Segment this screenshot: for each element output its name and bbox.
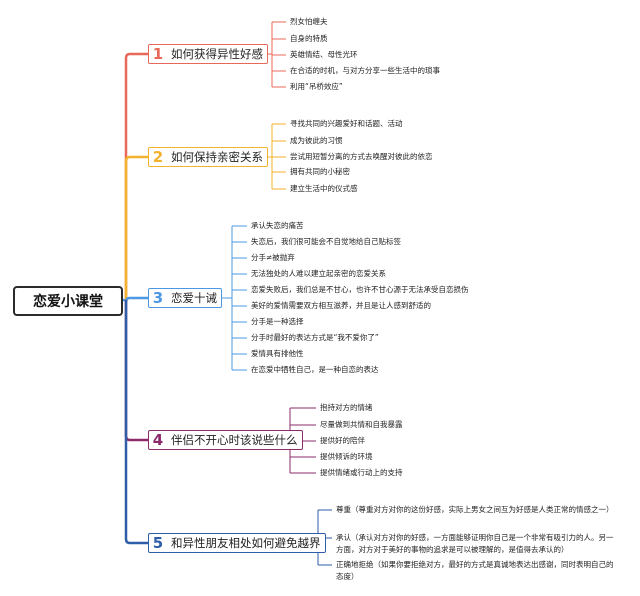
topic-number: 3 bbox=[152, 289, 164, 307]
leaf-item: 承认（承认对方对你的好感，一方面能够证明你自己是一个非常有吸引力的人。另一方面，… bbox=[336, 533, 614, 554]
leaf-item: 在恋爱中牺牲自己，是一种自恋的表达 bbox=[251, 365, 379, 374]
topic-number: 4 bbox=[152, 431, 164, 449]
leaf-item: 尊重（尊重对方对你的这份好感，实际上男女之间互为好感是人类正常的情感之一） bbox=[336, 505, 614, 514]
topic-title: 伴侣不开心时该说些什么 bbox=[171, 433, 298, 447]
leaf-item: 无法独处的人难以建立起亲密的恋爱关系 bbox=[251, 269, 386, 278]
topic-5[interactable]: 5 和异性朋友相处如何避免越界 bbox=[148, 533, 326, 553]
topic-1[interactable]: 1 如何获得异性好感 bbox=[148, 44, 268, 64]
leaf-item: 利用“吊桥效应” bbox=[290, 82, 343, 91]
leaf-item: 寻找共同的兴趣爱好和话题、活动 bbox=[290, 119, 403, 128]
topic-title: 如何保持亲密关系 bbox=[171, 150, 263, 164]
topic-number: 1 bbox=[152, 45, 164, 63]
leaf-item: 爱情具有排他性 bbox=[251, 349, 304, 358]
leaf-item: 自身的特质 bbox=[290, 34, 328, 43]
leaf-item: 分手是一种选择 bbox=[251, 317, 304, 326]
topic-3[interactable]: 3 恋爱十诫 bbox=[148, 288, 222, 308]
leaf-item: 失恋后，我们很可能会不自觉地给自己贴标签 bbox=[251, 237, 401, 246]
topic-title: 如何获得异性好感 bbox=[171, 47, 263, 61]
leaf-item: 尽量做到共情和自我暴露 bbox=[320, 420, 403, 429]
leaf-item: 提供好的陪伴 bbox=[320, 436, 365, 445]
leaf-item: 正确地拒绝（如果你要拒绝对方，最好的方式是真诚地表达出感谢，同时表明自己的态度） bbox=[336, 560, 614, 581]
leaf-item: 尝试用短暂分离的方式去唤醒对彼此的依恋 bbox=[290, 152, 433, 161]
leaf-item: 建立生活中的仪式感 bbox=[290, 184, 358, 193]
leaf-item: 抱持对方的情绪 bbox=[320, 403, 373, 412]
topic-connector bbox=[124, 52, 148, 300]
topic-title: 和异性朋友相处如何避免越界 bbox=[171, 536, 321, 550]
leaf-item: 分手≠被抛弃 bbox=[251, 253, 295, 262]
topic-4[interactable]: 4 伴侣不开心时该说些什么 bbox=[148, 430, 303, 450]
topic-number: 5 bbox=[152, 534, 164, 552]
leaf-item: 提供情绪或行动上的支持 bbox=[320, 468, 403, 477]
leaf-item: 恋爱失败后，我们总是不甘心，也许不甘心源于无法承受自恋损伤 bbox=[251, 285, 469, 294]
topic-connector bbox=[124, 300, 148, 442]
root-topic[interactable]: 恋爱小课堂 bbox=[13, 286, 123, 316]
topic-connector bbox=[124, 300, 148, 545]
leaf-item: 英雄情结、母性光环 bbox=[290, 50, 358, 59]
leaf-item: 拥有共同的小秘密 bbox=[290, 167, 350, 176]
leaf-item: 成为彼此的习惯 bbox=[290, 136, 343, 145]
leaf-item: 承认失恋的痛苦 bbox=[251, 221, 304, 230]
root-title: 恋爱小课堂 bbox=[33, 294, 103, 310]
leaf-item: 分手时最好的表达方式是“我不爱你了” bbox=[251, 333, 379, 342]
topic-connector bbox=[124, 155, 148, 300]
leaf-item: 在合适的时机，与对方分享一些生活中的琐事 bbox=[290, 66, 440, 75]
topic-connector bbox=[124, 296, 148, 303]
topic-title: 恋爱十诫 bbox=[171, 291, 217, 305]
topic-number: 2 bbox=[152, 148, 164, 166]
leaf-item: 美好的爱情需要双方相互滋养，并且是让人感到舒适的 bbox=[251, 301, 431, 310]
leaf-item: 提供倾诉的环境 bbox=[320, 452, 373, 461]
leaf-item: 烈女怕缠夫 bbox=[290, 17, 328, 26]
topic-2[interactable]: 2 如何保持亲密关系 bbox=[148, 147, 268, 167]
